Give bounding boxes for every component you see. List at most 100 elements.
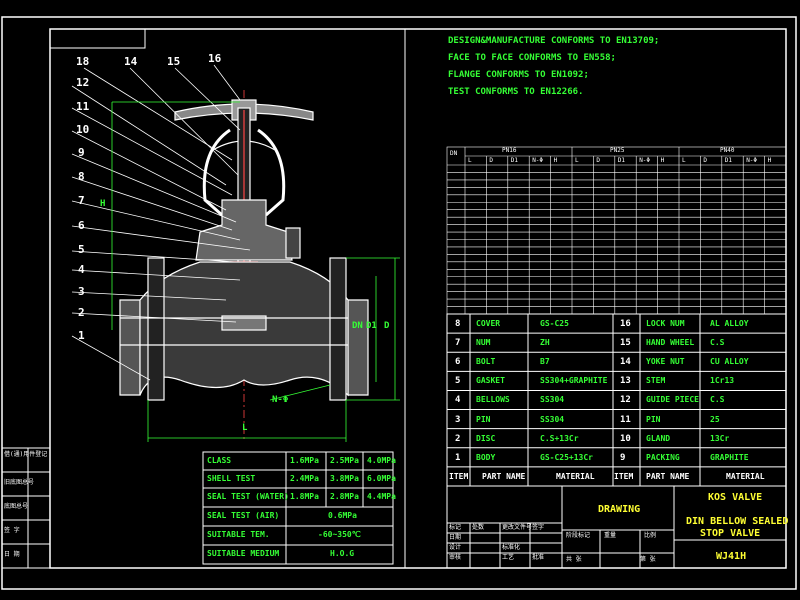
part-material: C.S bbox=[710, 395, 725, 405]
test-value: 2.5MPa bbox=[330, 456, 359, 465]
dim-D: D bbox=[384, 321, 390, 331]
test-value: 4.0MPa bbox=[367, 456, 396, 465]
dim-sub-header: D1 bbox=[724, 157, 733, 164]
part-item-no: 4 bbox=[455, 395, 461, 406]
test-temp-value: -60~350℃ bbox=[318, 530, 361, 539]
note-1: DESIGN&MANUFACTURE CONFORMS TO EN13709; bbox=[448, 36, 660, 46]
part-name: GLAND bbox=[646, 433, 671, 443]
part-material: 25 bbox=[710, 414, 720, 424]
part-material: AL ALLOY bbox=[710, 319, 749, 328]
dim-sub-header: H bbox=[553, 157, 558, 164]
part-name: LOCK NUM bbox=[646, 319, 685, 328]
part-item-no: 16 bbox=[620, 319, 631, 329]
test-value: 1.6MPa bbox=[290, 456, 319, 465]
dim-sub-header: N-Φ bbox=[532, 157, 544, 164]
part-item-no: 3 bbox=[455, 414, 461, 425]
part-material: SS304+GRAPHITE bbox=[540, 376, 608, 386]
part-item-no: 15 bbox=[620, 338, 631, 349]
valve-section bbox=[119, 90, 370, 440]
dim-sub-header: L bbox=[682, 157, 686, 164]
dim-sub-header: H bbox=[660, 157, 665, 164]
balloon-5: 5 bbox=[78, 243, 85, 256]
title-small-label: 处数 bbox=[472, 524, 485, 531]
title-small-label: 共 张 bbox=[566, 556, 582, 563]
part-item-no: 9 bbox=[620, 452, 626, 463]
dim-group-pn40: PN40 bbox=[720, 147, 735, 154]
dim-sub-header: H bbox=[767, 157, 772, 164]
part-item-no: 8 bbox=[455, 319, 461, 329]
part-name: GASKET bbox=[476, 376, 505, 386]
part-material: ZH bbox=[540, 338, 550, 348]
test-row-label: SHELL TEST bbox=[207, 474, 256, 483]
dim-sub-header: D1 bbox=[617, 157, 626, 164]
part-item-no: 2 bbox=[455, 433, 461, 444]
balloon-10: 10 bbox=[76, 123, 90, 136]
part-material: GS-C25+13Cr bbox=[540, 452, 593, 462]
test-row-label: SEAL TEST (WATER) bbox=[207, 492, 289, 501]
title-small-label: 更改文件号 bbox=[502, 524, 533, 531]
note-3: FLANGE CONFORMS TO EN1092; bbox=[448, 70, 589, 80]
dim-group-pn16: PN16 bbox=[502, 147, 517, 154]
title-small-label: 第 张 bbox=[640, 556, 656, 563]
parts-table-grid bbox=[446, 313, 787, 487]
dim-group-pn25: PN25 bbox=[610, 147, 625, 154]
balloon-12: 12 bbox=[76, 76, 90, 89]
title-block-grid bbox=[446, 485, 787, 569]
part-item-no: 1 bbox=[455, 452, 461, 463]
strip-1: 借(通)用件登记 bbox=[4, 451, 48, 458]
part-item-no: 10 bbox=[620, 433, 631, 444]
dim-sub-header: N-Φ bbox=[746, 157, 758, 164]
title-model: WJ41H bbox=[716, 551, 747, 562]
part-name: BODY bbox=[476, 452, 496, 462]
part-name: NUM bbox=[476, 338, 491, 348]
dim-H: H bbox=[100, 199, 106, 209]
title-product-2: STOP VALVE bbox=[700, 528, 761, 539]
title-small-label: 重量 bbox=[604, 532, 617, 539]
part-item-no: 11 bbox=[620, 414, 631, 425]
test-value: 2.4MPa bbox=[290, 474, 319, 483]
test-value: 1.8MPa bbox=[290, 492, 319, 501]
part-item-no: 14 bbox=[620, 357, 631, 368]
test-medium-label: SUITABLE MEDIUM bbox=[207, 549, 280, 558]
test-air-label: SEAL TEST (AIR) bbox=[207, 511, 280, 520]
balloon-14: 14 bbox=[124, 55, 138, 68]
test-row-label: CLASS bbox=[207, 456, 232, 465]
dim-table-dn: DN bbox=[450, 150, 458, 157]
test-temp-label: SUITABLE TEM. bbox=[207, 530, 270, 539]
dim-D1: D1 bbox=[366, 321, 377, 331]
part-name: HAND WHEEL bbox=[646, 338, 695, 348]
note-4: TEST CONFORMS TO EN12266. bbox=[448, 87, 584, 97]
test-air-value: 0.6MPa bbox=[328, 511, 357, 520]
part-name: PACKING bbox=[646, 452, 680, 462]
test-medium-value: H.O.G bbox=[330, 549, 355, 558]
balloon-3: 3 bbox=[78, 285, 85, 298]
balloon-6: 6 bbox=[78, 219, 85, 232]
title-small-label: 签字 bbox=[532, 524, 545, 531]
part-name: PIN bbox=[476, 414, 491, 424]
part-material: GRAPHITE bbox=[710, 452, 749, 462]
balloon-1: 1 bbox=[78, 329, 85, 342]
part-name: YOKE NUT bbox=[646, 357, 685, 367]
title-small-label: 批准 bbox=[532, 554, 545, 561]
title-company: KOS VALVE bbox=[708, 492, 763, 503]
part-name: PIN bbox=[646, 414, 661, 424]
parts-header-material: MATERIAL bbox=[556, 471, 595, 481]
part-material: SS304 bbox=[540, 395, 565, 405]
parts-header-item: ITEM bbox=[449, 471, 469, 481]
test-value: 3.8MPa bbox=[330, 474, 359, 483]
dim-L: L bbox=[242, 423, 248, 433]
strip-5: 日 期 bbox=[4, 551, 20, 558]
parts-header-name: PART NAME bbox=[646, 471, 690, 481]
part-material: 1Cr13 bbox=[710, 376, 735, 386]
dim-sub-header: L bbox=[575, 157, 579, 164]
dim-sub-header: D bbox=[489, 157, 494, 164]
dim-sub-header: N-Φ bbox=[639, 157, 651, 164]
note-2: FACE TO FACE CONFORMS TO EN558; bbox=[448, 53, 616, 63]
part-item-no: 6 bbox=[455, 357, 461, 368]
dimension-lines bbox=[111, 101, 400, 442]
dim-sub-header: D1 bbox=[510, 157, 519, 164]
balloon-18: 18 bbox=[76, 55, 90, 68]
strip-4: 签 字 bbox=[4, 527, 20, 534]
balloon-4: 4 bbox=[78, 263, 85, 276]
